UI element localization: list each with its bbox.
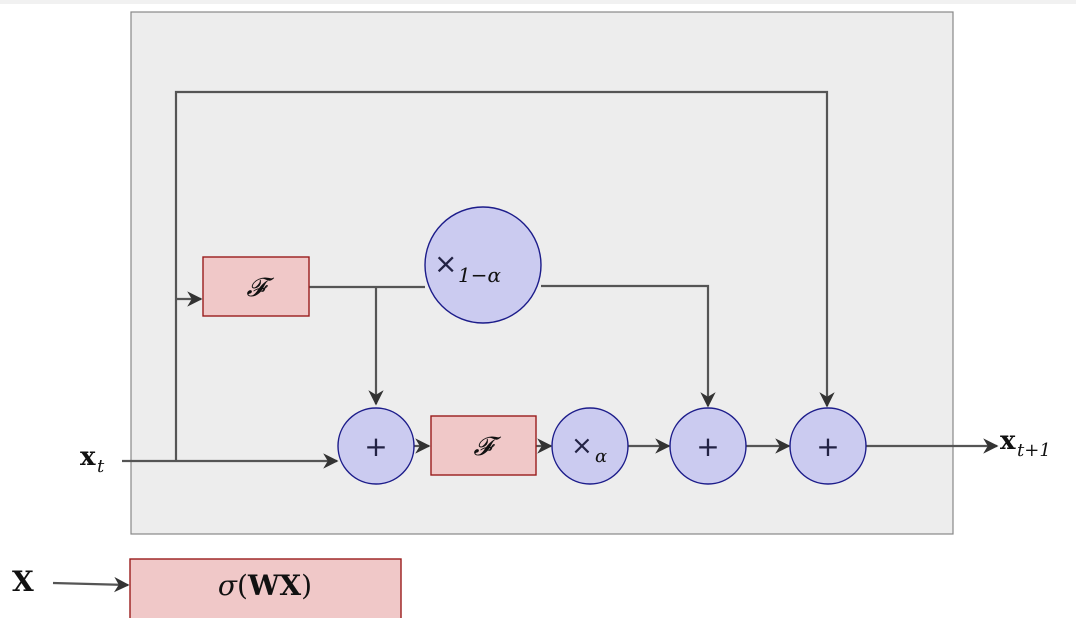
scale-alpha-node: × α (551, 407, 629, 485)
legend-weight: WX (247, 569, 301, 602)
plus-node-2: + (669, 407, 747, 485)
top-strip (0, 0, 1076, 4)
f-block-top: 𝓕 (202, 256, 310, 317)
wire-scale-to-plus3 (541, 284, 716, 408)
scale-top-sub: 1−α (458, 263, 501, 287)
input-label-base: x (80, 442, 96, 472)
legend-input-label: X (12, 565, 34, 598)
plus-node-1-label: + (364, 430, 387, 463)
plus-node-1: + (337, 407, 415, 485)
scale-bottom-times: × (571, 431, 593, 461)
scale-one-minus-alpha-node: × 1−α (424, 206, 542, 324)
plus-node-2-label: + (696, 430, 719, 463)
input-label-sub: t (97, 456, 105, 477)
plus-node-3-label: + (816, 430, 839, 463)
legend-open-paren: ( (237, 569, 248, 602)
legend-block: X σ(WX) (12, 558, 402, 618)
scale-top-times: × (434, 247, 457, 280)
wires (122, 90, 999, 469)
legend-arrow (52, 576, 130, 593)
input-label: x t (80, 442, 105, 477)
output-label: x t+1 (1000, 426, 1051, 461)
legend-sigma: σ (218, 569, 238, 602)
output-label-base: x (1000, 426, 1016, 456)
legend-box (129, 558, 402, 618)
wire-trunk (174, 90, 835, 461)
output-label-sub: t+1 (1017, 440, 1051, 461)
scale-bottom-sub: α (595, 446, 607, 467)
plus-node-3: + (789, 407, 867, 485)
f-block-bottom: 𝓕 (430, 415, 537, 476)
legend-formula: σ(WX) (218, 569, 312, 602)
legend-close-paren: ) (301, 569, 312, 602)
